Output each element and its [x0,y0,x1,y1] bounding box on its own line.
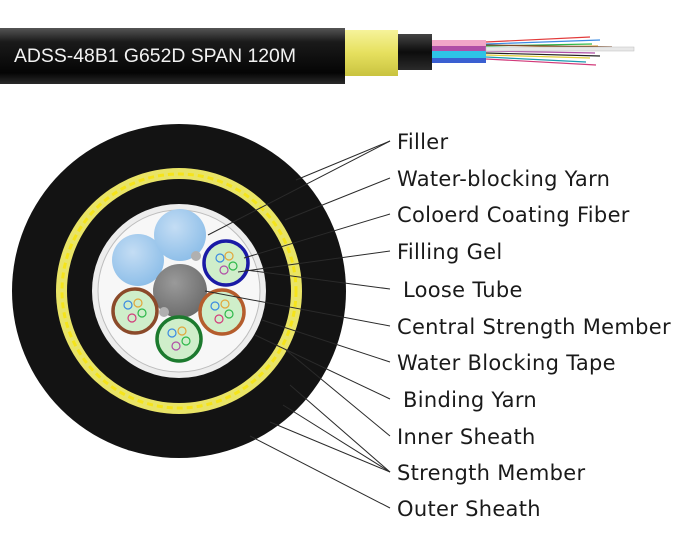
label-coloerd-coating-fiber: Coloerd Coating Fiber [397,203,630,227]
label-binding-yarn: Binding Yarn [403,388,537,412]
label-loose-tube: Loose Tube [403,278,523,302]
label-outer-sheath: Outer Sheath [397,497,541,521]
loose-tubes-side [432,40,486,63]
loose-tube-blue [204,241,248,285]
tube-cyan-side [432,51,486,59]
small-filler-2 [191,251,201,261]
label-filling-gel: Filling Gel [397,240,503,264]
callout-labels: Filler Water-blocking Yarn Coloerd Coati… [397,130,671,521]
cable-print-text: ADSS-48B1 G652D SPAN 120M [14,46,296,67]
loose-tube-brown [113,289,157,333]
tube-pink-side [432,40,486,47]
cable-cross-section [12,124,346,458]
label-strength-member: Strength Member [397,461,585,485]
label-water-blocking-yarn: Water-blocking Yarn [397,167,610,191]
cable-side-view: ADSS-48B1 G652D SPAN 120M [0,28,634,84]
label-filler: Filler [397,130,448,154]
aramid-yarn-side [345,30,398,76]
small-filler [159,307,169,317]
loose-tube-orange [200,290,244,334]
label-inner-sheath: Inner Sheath [397,425,536,449]
central-member-side [486,47,634,51]
tube-blue-side [432,58,486,63]
loose-tube-green [157,317,201,361]
inner-sheath-side [398,34,432,70]
label-central-strength-member: Central Strength Member [397,315,671,339]
label-water-blocking-tape: Water Blocking Tape [397,351,616,375]
